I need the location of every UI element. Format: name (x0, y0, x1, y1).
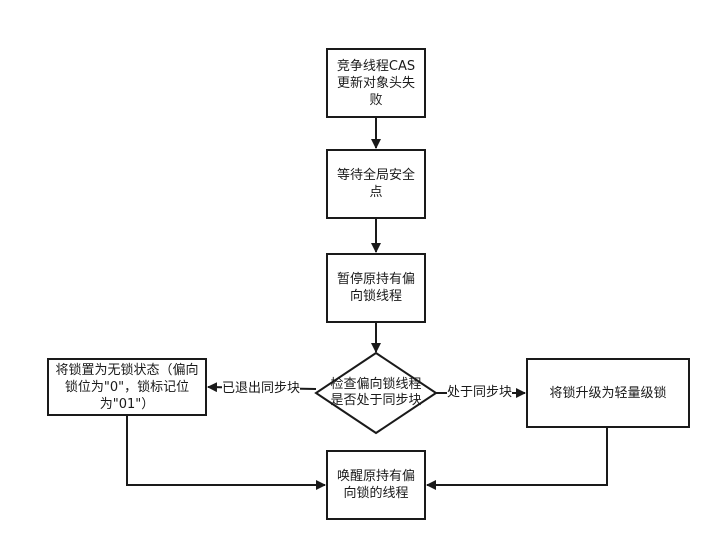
node-wake-owner: 唤醒原持有偏向锁的线程 (326, 450, 426, 520)
node-upgrade-light: 将锁升级为轻量级锁 (526, 358, 690, 428)
node-wait-safepoint: 等待全局安全点 (326, 149, 426, 219)
node-pause-owner: 暂停原持有偏向锁线程 (326, 253, 426, 323)
edge-label-exited-sync: 已退出同步块 (222, 381, 301, 397)
node-check-sync-label: 检查偏向锁线程是否处于同步块 (330, 377, 422, 408)
edge-label-in-sync: 处于同步块 (447, 385, 513, 401)
decision-diamond (314, 351, 438, 435)
arrow-upgrade-to-wake (426, 428, 608, 490)
node-cas-fail: 竞争线程CAS更新对象头失败 (326, 48, 426, 118)
arrow-lockfree-to-wake (126, 416, 326, 490)
node-set-lockfree: 将锁置为无锁状态（偏向锁位为"0"，锁标记位为"01"） (47, 358, 207, 416)
